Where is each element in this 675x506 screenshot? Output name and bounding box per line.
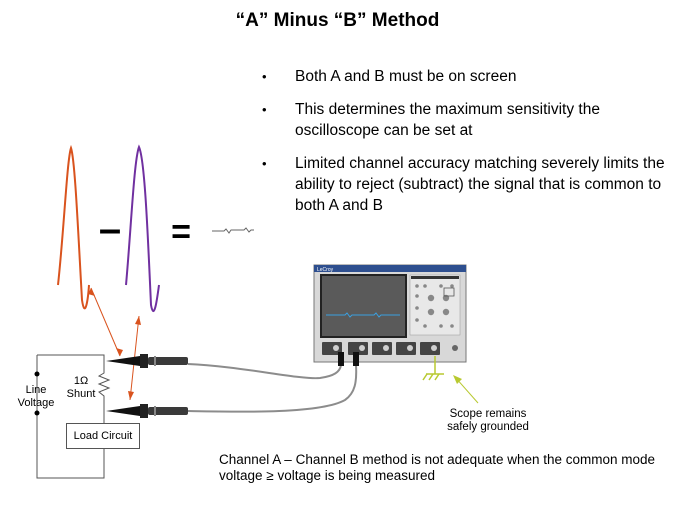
difference-trace [212, 227, 254, 234]
signal-a-waveform [57, 144, 90, 310]
scope-brand-label: LeCroy [317, 267, 334, 273]
scope-probe-connectors [338, 352, 359, 366]
ground-icon [422, 356, 444, 381]
bullet-icon: • [262, 102, 267, 117]
line-voltage-label: Line Voltage [17, 384, 55, 409]
probe-b-cable [187, 364, 358, 413]
load-circuit-box: Load Circuit [66, 423, 140, 449]
minus-operator: – [99, 207, 121, 251]
probe-b-arrow [128, 315, 141, 401]
bullet-text: This determines the maximum sensitivity … [295, 101, 600, 139]
page-title: “A” Minus “B” Method [235, 10, 440, 31]
signal-b-waveform [125, 144, 160, 313]
scope-trace [326, 312, 400, 318]
probe-a-arrow [88, 287, 123, 357]
bullet-item: • Limited channel accuracy matching seve… [262, 153, 672, 216]
probe-a [106, 354, 188, 368]
terminal-bottom [34, 410, 40, 416]
equals-operator: = [171, 213, 191, 251]
terminal-top [34, 371, 40, 377]
bullet-text: Limited channel accuracy matching severe… [295, 155, 665, 214]
ground-arrow [453, 375, 479, 404]
circuit-wiring [36, 354, 111, 479]
bullet-icon: • [262, 156, 267, 171]
footer-note: Channel A – Channel B method is not adeq… [219, 452, 656, 483]
probe-b [106, 404, 188, 418]
scope-grounded-label: Scope remains safely grounded [447, 408, 529, 433]
bullet-text: Both A and B must be on screen [295, 68, 517, 85]
bullet-item: • Both A and B must be on screen [262, 66, 672, 87]
oscilloscope: LeCroy [313, 264, 467, 363]
bullet-list: • Both A and B must be on screen • This … [262, 66, 672, 228]
probe-a-cable [187, 363, 342, 380]
shunt-label: 1Ω Shunt [66, 375, 96, 400]
bullet-item: • This determines the maximum sensitivit… [262, 99, 672, 141]
bullet-icon: • [262, 69, 267, 84]
